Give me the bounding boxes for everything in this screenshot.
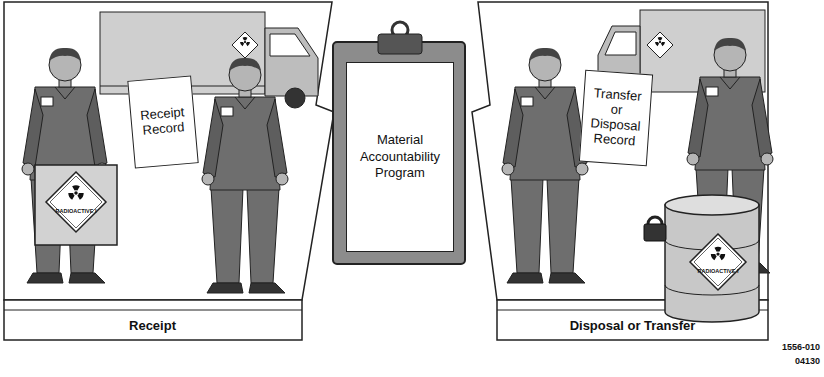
panel-caption: Disposal or Transfer — [498, 311, 767, 339]
record-text: Material Accountability Program — [351, 132, 449, 183]
worker-figure — [202, 58, 288, 293]
radioactive-box — [35, 165, 117, 245]
record-text: Receipt Record — [135, 105, 191, 139]
hazard-label: RADIOACTIVE I — [698, 269, 739, 275]
radioactive-drum — [665, 195, 759, 322]
scene-panel: Receipt Receipt Record — [3, 0, 333, 342]
scene-panel: Disposal or Transfer Transfer or Disposal… — [470, 0, 770, 342]
figure-number: 04130 — [795, 357, 820, 366]
record-sheet: Receipt Record — [127, 75, 198, 168]
worker-figure — [502, 48, 588, 283]
record-sheet: Transfer or Disposal Record — [579, 70, 653, 167]
record-text: Transfer or Disposal Record — [585, 86, 647, 150]
clipboard — [333, 22, 465, 264]
padlock — [644, 217, 666, 241]
clipboard-sheet: Material Accountability Program — [346, 62, 454, 252]
panel-caption: Receipt — [4, 311, 301, 339]
panel-base-edge — [4, 310, 302, 311]
receipt-panel-outline — [4, 2, 334, 300]
figure-number: 1556-010 — [782, 343, 820, 352]
hazard-label: RADIOACTIVE I — [56, 209, 97, 215]
panel-base — [4, 300, 302, 340]
